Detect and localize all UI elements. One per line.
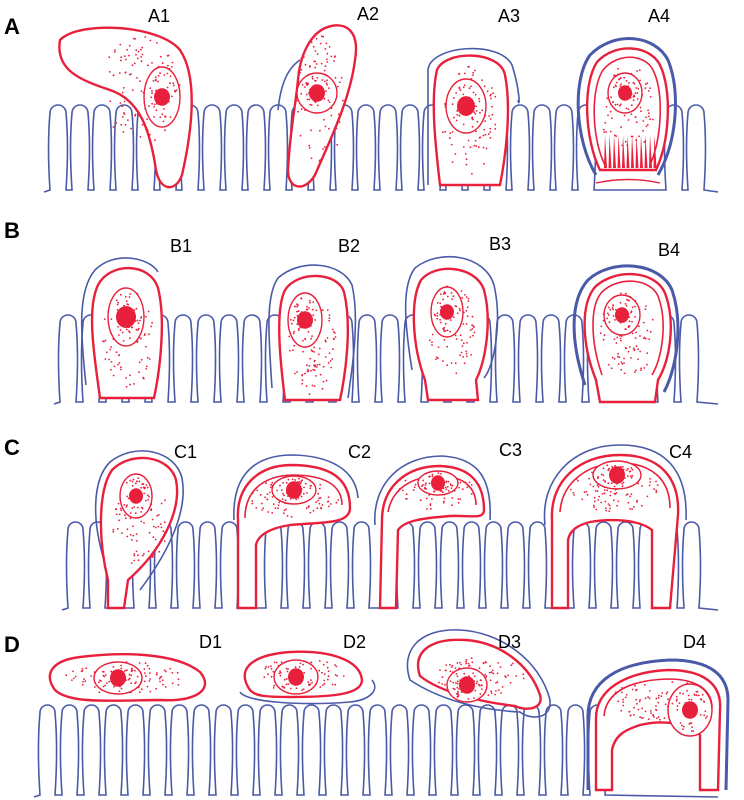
cell-b4-nucleolus [615, 307, 629, 323]
cell-a4-envelope [576, 37, 677, 176]
cell-a3-envelope [427, 47, 520, 185]
panel-label-b2: B2 [338, 236, 360, 256]
panel-label-c1: C1 [174, 442, 197, 462]
cell-c3-nucleolus [431, 475, 445, 491]
cell-a4-brush-border [595, 135, 661, 184]
panel-label-c2: C2 [348, 442, 371, 462]
cell-d2-envelope [239, 679, 376, 705]
panel-label-a2: A2 [357, 4, 379, 24]
cell-a4-nucleolus [618, 85, 632, 101]
panel-label-c4: C4 [669, 442, 692, 462]
row-letter-a: A [4, 14, 20, 39]
panel-label-d2: D2 [343, 632, 366, 652]
cell-a1-nucleolus [154, 88, 170, 106]
cell-c1 [94, 450, 184, 610]
panel-label-b3: B3 [489, 234, 511, 254]
cell-b1-envelope [80, 257, 159, 386]
cell-b4-inner-membrane [592, 280, 664, 376]
cell-c3 [374, 455, 491, 610]
row-letter-b: B [4, 218, 20, 243]
cell-b4-membrane [583, 273, 672, 404]
panel-label-a3: A3 [498, 6, 520, 26]
label-layer: A B C D A1 A2 A3 A4 B1 B2 B3 B4 C1 C2 C3… [4, 4, 706, 657]
row-letter-d: D [4, 632, 20, 657]
panel-label-d4: D4 [683, 632, 706, 652]
cell-c2 [233, 454, 359, 610]
cell-b1 [80, 257, 164, 400]
cell-a3-nucleolus [457, 96, 475, 116]
cell-c1-nucleolus [129, 488, 143, 504]
cell-b2-nucleolus [297, 311, 313, 329]
panel-label-a1: A1 [148, 6, 170, 26]
cell-d4-nucleus-dots [671, 689, 709, 732]
panel-label-b1: B1 [170, 236, 192, 256]
cell-b3-envelope [404, 255, 499, 379]
cell-c3-envelope [374, 455, 491, 526]
panel-label-b4: B4 [658, 240, 680, 260]
cell-b3-nucleolus [440, 304, 454, 320]
cell-layer [48, 24, 730, 792]
cell-b2 [268, 264, 357, 402]
cell-a2-envelope [277, 59, 301, 111]
cell-a4-inner-membrane [593, 56, 662, 166]
cell-a4 [576, 37, 677, 176]
cell-c2-inner-membrane [244, 474, 343, 519]
panel-label-a4: A4 [648, 6, 670, 26]
cell-b1-nucleolus [116, 306, 136, 328]
cell-a2-nucleolus [309, 84, 325, 102]
cell-c4-nucleolus [609, 466, 625, 484]
cell-d4 [586, 658, 730, 792]
cell-b4 [572, 264, 680, 404]
cell-c4-envelope [543, 444, 687, 526]
cell-c4 [543, 444, 687, 610]
panel-label-c3: C3 [499, 440, 522, 460]
cell-b4-envelope [572, 264, 680, 393]
cell-c2-membrane [236, 463, 352, 610]
cell-c2-nucleolus [286, 481, 302, 499]
cell-d4-nucleolus [682, 701, 698, 719]
cell-d2 [239, 650, 376, 705]
panel-label-d3: D3 [498, 632, 521, 652]
cell-a3 [427, 47, 520, 187]
cell-c3-membrane [378, 464, 486, 610]
cell-c1-envelope [94, 450, 184, 591]
cell-a2 [277, 24, 358, 188]
panel-label-d1: D1 [199, 632, 222, 652]
cell-c2-envelope [233, 454, 359, 521]
row-letter-c: C [4, 435, 20, 460]
cell-d2-nucleolus [288, 668, 304, 686]
cell-c4-membrane [550, 453, 680, 610]
cell-b2-envelope [268, 264, 357, 399]
cell-d3-envelope [406, 629, 551, 718]
cell-d1-nucleolus [110, 669, 126, 687]
cell-d3 [406, 629, 551, 718]
cell-d3-nucleus-dots [449, 672, 483, 700]
cell-a1 [58, 26, 193, 189]
cell-d3-nucleolus [459, 676, 475, 694]
cell-d1 [48, 653, 207, 702]
cell-d4-envelope [586, 658, 730, 791]
cell-b3 [404, 255, 499, 402]
